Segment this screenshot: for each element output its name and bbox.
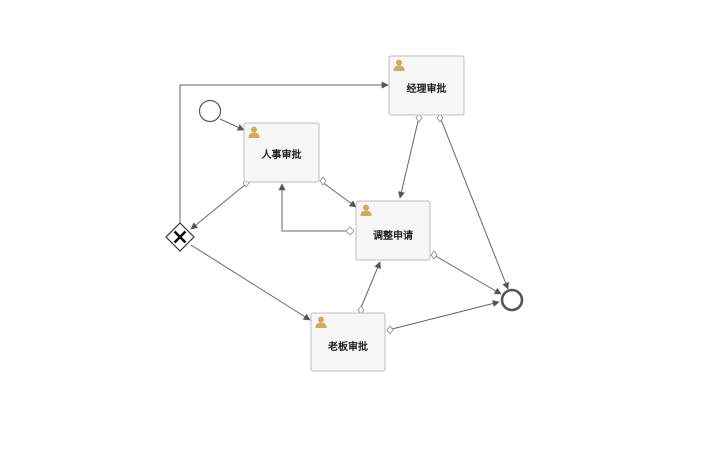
flow-start-to-hr[interactable] xyxy=(219,118,245,131)
flow-gateway-to-manager[interactable] xyxy=(179,81,389,225)
flow-hr-to-adjust[interactable] xyxy=(321,181,357,208)
condition-marker xyxy=(386,325,394,335)
flow-adjust-to-end[interactable] xyxy=(431,253,502,295)
task-boss-approval[interactable]: 老板审批 xyxy=(310,312,386,372)
flow-gateway-to-boss[interactable] xyxy=(190,244,311,321)
flow-adjust-to-hr[interactable] xyxy=(278,183,354,232)
task-manager-approval[interactable]: 经理审批 xyxy=(388,55,465,116)
condition-marker xyxy=(345,226,355,236)
sequence-flows xyxy=(179,81,509,331)
exclusive-gateway[interactable] xyxy=(165,222,195,252)
condition-marker xyxy=(415,113,423,123)
flow-hr-to-gateway[interactable] xyxy=(190,183,247,230)
task-adjust-application[interactable]: 调整申请 xyxy=(355,200,431,261)
task-label: 调整申请 xyxy=(373,229,413,242)
condition-marker xyxy=(319,176,327,186)
task-hr-approval[interactable]: 人事审批 xyxy=(243,122,320,183)
x-cross-icon xyxy=(173,230,187,244)
condition-marker xyxy=(436,113,444,123)
flow-boss-to-adjust[interactable] xyxy=(359,261,381,311)
task-label: 人事审批 xyxy=(262,148,302,161)
start-event[interactable] xyxy=(198,99,222,123)
task-label: 老板审批 xyxy=(327,340,368,353)
task-label: 经理审批 xyxy=(407,82,447,95)
end-event[interactable] xyxy=(500,288,524,312)
flow-manager-to-end[interactable] xyxy=(439,116,509,290)
conditional-flow-markers xyxy=(242,113,444,335)
flow-boss-to-end[interactable] xyxy=(387,300,500,331)
condition-marker xyxy=(430,250,438,260)
flow-manager-to-adjust[interactable] xyxy=(398,116,420,199)
